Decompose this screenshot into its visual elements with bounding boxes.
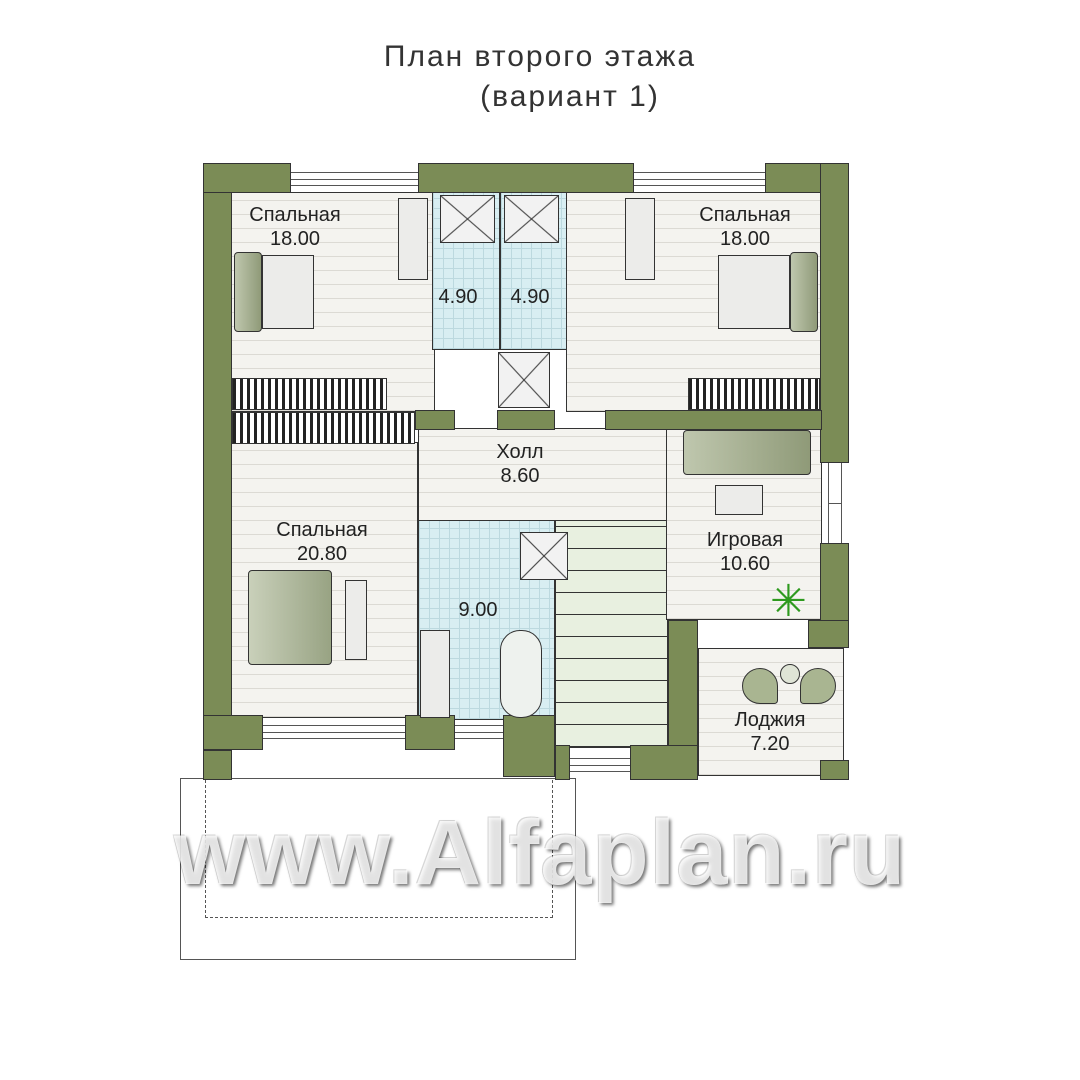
- wardrobe-main: [232, 412, 415, 444]
- label-bath-left: 4.90: [438, 286, 478, 308]
- room-name: Спальная: [276, 519, 368, 541]
- table-playroom: [715, 485, 763, 515]
- bed-headboard-right: [790, 252, 818, 332]
- shower-left: [440, 195, 495, 243]
- plant-icon: ✳: [770, 577, 807, 626]
- wall-mid-2: [497, 410, 555, 430]
- watermark: www.Alfaplan.ru: [173, 802, 907, 904]
- room-name: Игровая: [706, 529, 784, 551]
- staircase: [555, 520, 668, 748]
- label-bath-right: 4.90: [510, 286, 550, 308]
- vanity-main: [420, 630, 450, 718]
- room-area: 10.60: [719, 553, 771, 575]
- wall-loggia-corner: [820, 760, 849, 780]
- wall-top-center: [418, 163, 634, 193]
- room-name: Спальная: [699, 204, 791, 226]
- wall-bottom-4: [555, 745, 570, 780]
- wardrobe-left: [232, 378, 387, 410]
- desk-left: [398, 198, 428, 280]
- window-top-right: [634, 172, 765, 186]
- window-bottom-bedroom: [263, 725, 405, 739]
- room-area: 8.60: [500, 465, 540, 487]
- plan-title: План второго этажа: [383, 40, 697, 73]
- coffee-table-icon: [780, 664, 800, 684]
- wall-loggia-top: [808, 620, 849, 648]
- terrace-dashed-outline: [205, 780, 553, 918]
- window-bottom-stairs: [570, 758, 630, 772]
- ventilation-shaft: [498, 352, 550, 408]
- sofa-playroom: [683, 430, 811, 475]
- wardrobe-right: [688, 378, 820, 410]
- shower-main: [520, 532, 568, 580]
- window-bottom-bath: [455, 725, 503, 739]
- terrace-outline: [180, 778, 576, 960]
- bench-main: [345, 580, 367, 660]
- room-name: Лоджия: [734, 709, 806, 731]
- room-name: Спальная: [249, 204, 341, 226]
- room-name: Холл: [496, 441, 544, 463]
- wall-bottom-5: [630, 745, 698, 780]
- wall-left: [203, 163, 232, 780]
- bathtub-icon: [500, 630, 542, 718]
- room-hall: [418, 428, 668, 522]
- wall-top-left: [203, 163, 291, 193]
- window-right-playroom: [828, 463, 842, 543]
- desk-right: [625, 198, 655, 280]
- bed-headboard-left: [234, 252, 262, 332]
- room-area: 20.80: [296, 543, 348, 565]
- wall-right-upper: [820, 163, 849, 463]
- wall-mid-3: [605, 410, 822, 430]
- wall-mid-1: [415, 410, 455, 430]
- wall-bottom-3: [503, 715, 555, 777]
- wall-bottom-1: [203, 715, 263, 750]
- chair-icon: [800, 668, 836, 704]
- room-area: 18.00: [719, 228, 771, 250]
- bed-left: [262, 255, 314, 329]
- wall-bottom-corner: [203, 750, 232, 780]
- window-top-left: [291, 172, 418, 186]
- room-area: 7.20: [750, 733, 790, 755]
- shower-right: [504, 195, 559, 243]
- bed-main: [248, 570, 332, 665]
- room-area: 18.00: [269, 228, 321, 250]
- label-bath-main: 9.00: [458, 599, 498, 621]
- wall-bottom-2: [405, 715, 455, 750]
- bed-right: [718, 255, 790, 329]
- plan-subtitle: (вариант 1): [480, 80, 660, 113]
- chair-icon: [742, 668, 778, 704]
